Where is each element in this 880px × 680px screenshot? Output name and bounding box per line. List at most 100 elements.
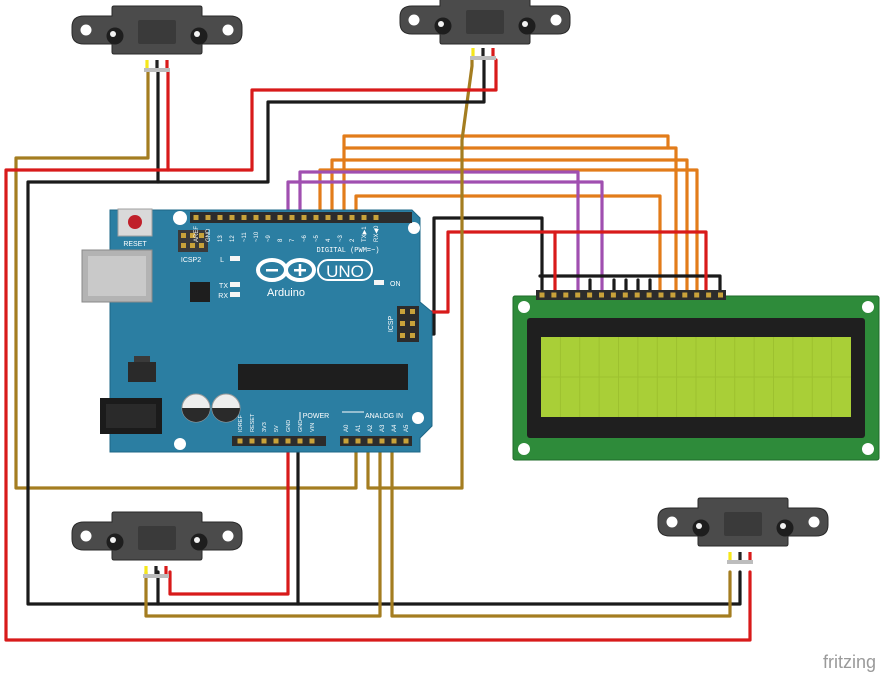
l-led-label: L bbox=[220, 257, 224, 264]
header-pin bbox=[361, 215, 367, 220]
lcd-pin bbox=[694, 292, 700, 298]
lcd-pin bbox=[563, 292, 569, 298]
model-label: UNO bbox=[326, 262, 364, 281]
digital-pin-label: AREF bbox=[194, 226, 200, 242]
power-pin-label: VIN bbox=[310, 423, 316, 432]
icsp-label: ICSP bbox=[388, 316, 395, 333]
header-pin bbox=[343, 438, 349, 444]
header-pin bbox=[391, 438, 397, 444]
capacitor bbox=[211, 393, 241, 423]
digital-pin-label: ~5 bbox=[314, 234, 320, 242]
header-pin bbox=[337, 215, 343, 220]
header-pin bbox=[229, 215, 235, 220]
header-pin bbox=[273, 438, 279, 444]
header-pin bbox=[261, 438, 267, 444]
header-pin bbox=[373, 215, 379, 220]
digital-pin-label: ~10 bbox=[254, 231, 260, 242]
header-pin bbox=[217, 215, 223, 220]
power-pin-label: 3V3 bbox=[262, 422, 268, 432]
power-pin-label: 5V bbox=[274, 425, 280, 432]
header-pin bbox=[297, 438, 303, 444]
analog-pin-label: A4 bbox=[392, 424, 398, 432]
digital-pin-label: 7 bbox=[290, 238, 296, 242]
header-pin bbox=[253, 215, 259, 220]
header-pin bbox=[265, 215, 271, 220]
header-pin bbox=[403, 438, 409, 444]
lcd-pin bbox=[622, 292, 628, 298]
digital-pin-label: 4 bbox=[326, 238, 332, 242]
lcd-pin bbox=[634, 292, 640, 298]
analog-pin-label: A1 bbox=[356, 424, 362, 432]
sensor-leads bbox=[143, 566, 169, 578]
header-pin bbox=[301, 215, 307, 220]
header-pin bbox=[367, 438, 373, 444]
header-pin bbox=[237, 438, 243, 444]
capacitor bbox=[181, 393, 211, 423]
rx-led-label: RX bbox=[218, 293, 228, 300]
analog-pin-label: A0 bbox=[344, 424, 350, 432]
sensor-leads bbox=[470, 48, 496, 60]
ir-sensor-top-center bbox=[399, 0, 571, 45]
icsp2-label: ICSP2 bbox=[181, 257, 201, 264]
ir-sensor-bottom-right bbox=[657, 497, 829, 547]
digital-pin-label: ~6 bbox=[302, 234, 308, 242]
lcd-pin bbox=[551, 292, 557, 298]
digital-pin-label: ~11 bbox=[242, 232, 248, 242]
header-pin bbox=[349, 215, 355, 220]
analog-header: ANALOG IN bbox=[365, 413, 403, 420]
digital-pin-label: TX▶1 bbox=[362, 226, 368, 242]
brand-label: Arduino bbox=[267, 287, 305, 299]
lcd-pin bbox=[718, 292, 723, 298]
digital-pin-label: 13 bbox=[218, 235, 224, 242]
digital-pin-label: ~3 bbox=[338, 234, 344, 242]
lcd-pin bbox=[539, 292, 545, 298]
digital-header: DIGITAL (PWM=~) bbox=[316, 247, 379, 255]
lcd-pin bbox=[670, 292, 676, 298]
header-pin bbox=[205, 215, 211, 220]
digital-pin-label: 12 bbox=[230, 235, 236, 242]
lcd-pin bbox=[599, 292, 604, 298]
digital-pin-label: 8 bbox=[278, 238, 284, 242]
lcd-header bbox=[536, 290, 726, 300]
digital-pin-label: ~9 bbox=[266, 234, 272, 242]
digital-pin-label: RX◀0 bbox=[374, 225, 380, 242]
header-pin bbox=[325, 215, 331, 220]
header-pin bbox=[241, 215, 247, 220]
header-pin bbox=[289, 215, 295, 220]
ir-sensor-bottom-left bbox=[71, 511, 243, 561]
power-pin-label: GND bbox=[298, 420, 304, 432]
lcd-pin bbox=[587, 292, 593, 298]
power-pin-label: GND bbox=[286, 420, 292, 432]
header-pin bbox=[379, 438, 385, 444]
tx-led-label: TX bbox=[219, 283, 228, 290]
analog-pin-label: A2 bbox=[368, 424, 374, 432]
power-pin-label: IOREF bbox=[238, 415, 244, 432]
header-pin bbox=[249, 438, 255, 444]
lcd-pin bbox=[646, 292, 652, 298]
infinity-logo-icon bbox=[256, 258, 316, 282]
header-pin bbox=[193, 215, 199, 220]
sensor-leads bbox=[144, 60, 170, 72]
ir-sensor-top-left bbox=[71, 5, 243, 55]
digital-pin-label: 2 bbox=[350, 238, 356, 242]
reset-label: RESET bbox=[123, 241, 147, 248]
header-pin bbox=[313, 215, 319, 220]
power-pin-label: RESET bbox=[250, 413, 256, 432]
lcd-pin bbox=[658, 292, 664, 298]
on-led-label: ON bbox=[390, 281, 401, 288]
lcd-pin bbox=[682, 292, 688, 298]
header-pin bbox=[309, 438, 315, 444]
power-header: POWER bbox=[303, 413, 329, 420]
fritzing-watermark: fritzing bbox=[823, 652, 876, 672]
lcd-pin bbox=[575, 292, 581, 298]
header-pin bbox=[355, 438, 361, 444]
analog-pin-label: A3 bbox=[380, 424, 386, 432]
lcd-16x2-display bbox=[512, 290, 880, 461]
analog-pin-label: A5 bbox=[404, 424, 410, 432]
lcd-pin bbox=[706, 292, 712, 298]
header-pin bbox=[285, 438, 291, 444]
digital-pin-label: GND bbox=[206, 228, 212, 242]
header-pin bbox=[277, 215, 283, 220]
